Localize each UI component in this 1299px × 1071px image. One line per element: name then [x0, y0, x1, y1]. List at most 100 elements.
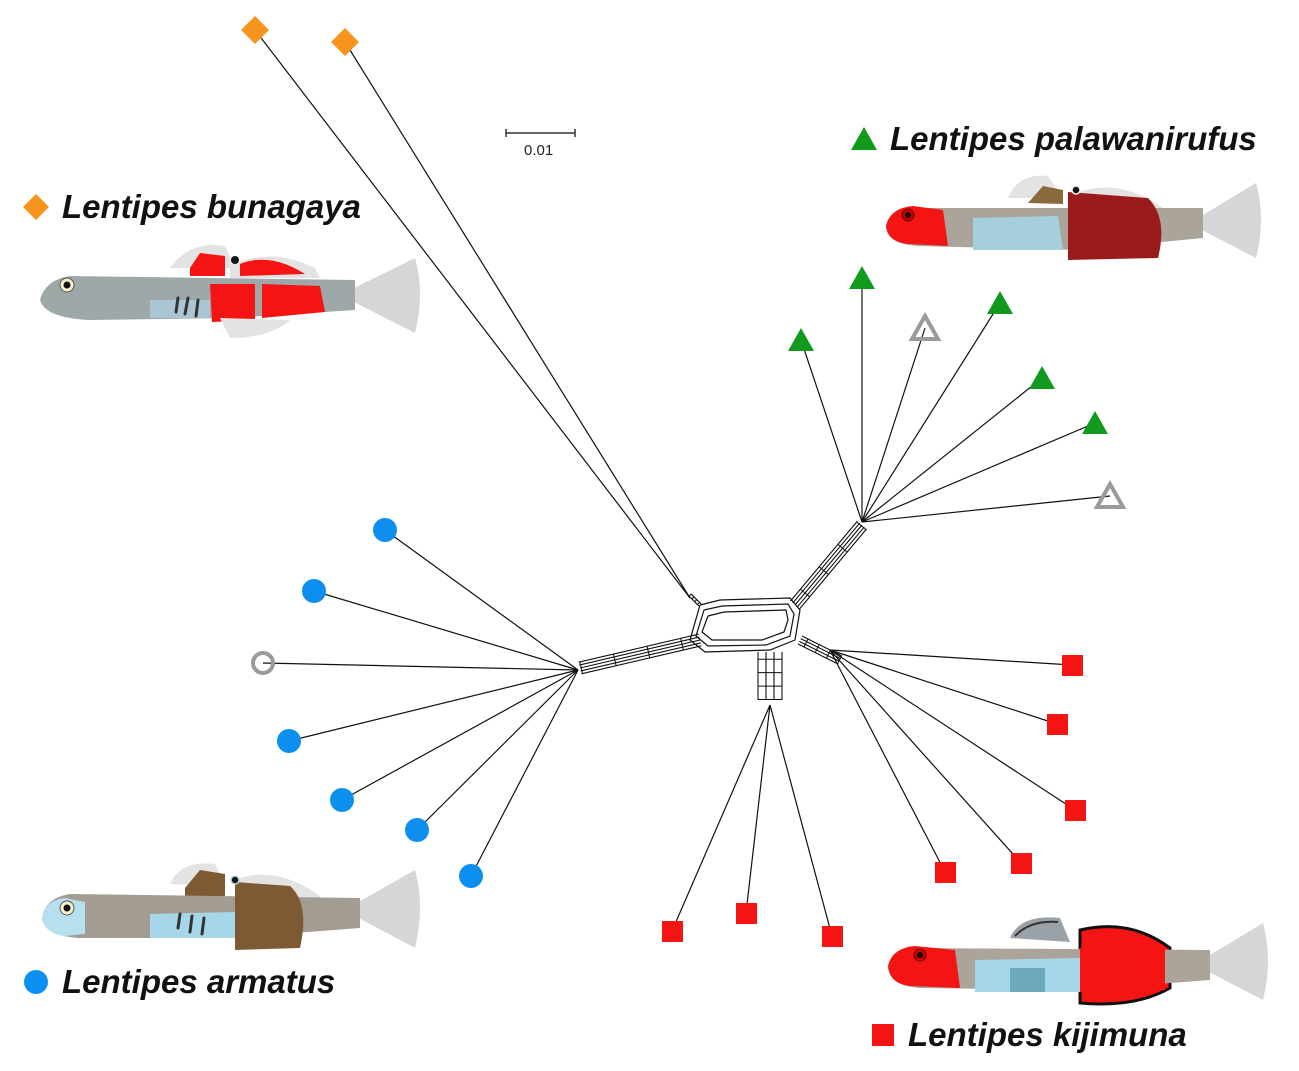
triangle-icon — [851, 127, 877, 150]
square-marker — [736, 903, 757, 924]
circle-marker — [251, 651, 275, 675]
band-to-kijimuna-right-split — [825, 649, 831, 659]
scale-bar — [505, 129, 576, 137]
legend-label: Lentipes palawanirufus — [890, 120, 1257, 157]
diamond-marker — [241, 16, 269, 44]
square-marker — [662, 921, 683, 942]
tip-edge-armatus — [470, 669, 579, 877]
band-to-palawanirufus-split — [856, 521, 867, 531]
band-to-armatus-split — [646, 646, 651, 658]
band-to-palawanirufus-split — [837, 543, 848, 553]
band-to-palawanirufus — [789, 520, 858, 602]
tip-edge-kijimuna — [829, 649, 1022, 864]
circle-marker — [373, 518, 397, 542]
tip-edge-kijimuna — [671, 704, 771, 932]
circle-icon — [24, 970, 48, 994]
legend-bunagaya: Lentipes bunagaya — [22, 188, 361, 226]
legend-label: Lentipes armatus — [62, 963, 336, 1000]
triangle-marker — [908, 311, 942, 341]
triangle-marker — [1093, 479, 1127, 509]
tip-edge-kijimuna — [769, 704, 833, 937]
fish-illustration-armatus — [42, 863, 420, 950]
band-to-armatus-split — [612, 653, 617, 666]
band-to-armatus — [580, 642, 701, 672]
square-marker — [1011, 853, 1032, 874]
tip-edge-armatus — [313, 590, 579, 671]
band-to-armatus — [579, 639, 701, 669]
fish-illustration-kijimuna — [888, 917, 1268, 1006]
band-to-kijimuna-right-split — [803, 638, 809, 648]
legend-armatus: Lentipes armatus — [22, 963, 335, 1001]
tip-edge-kijimuna — [745, 704, 771, 914]
square-icon — [872, 1024, 894, 1046]
circle-marker — [405, 818, 429, 842]
circle-marker — [459, 864, 483, 888]
tip-edge-palawanirufus — [861, 327, 926, 523]
network-edges — [254, 29, 1111, 937]
band-to-armatus-split — [579, 661, 584, 674]
square-marker — [822, 926, 843, 947]
band-to-palawanirufus — [794, 524, 863, 606]
network-core — [578, 520, 868, 701]
band-to-armatus-split — [680, 638, 684, 651]
tip-edge-armatus — [288, 669, 579, 742]
square-marker — [935, 862, 956, 883]
tip-edge-kijimuna — [829, 649, 1073, 666]
tip-edge-palawanirufus — [800, 339, 863, 523]
band-to-armatus — [581, 645, 702, 675]
tip-edge-kijimuna — [829, 649, 1058, 725]
triangle-marker — [849, 266, 875, 289]
band-to-palawanirufus-split — [800, 588, 810, 598]
square-marker — [1065, 800, 1086, 821]
diamond-marker — [331, 28, 359, 56]
core-split-band — [689, 597, 801, 653]
square-marker — [1062, 655, 1083, 676]
band-to-kijimuna-right-split — [837, 655, 843, 665]
band-to-kijimuna-right — [797, 643, 839, 665]
band-to-bunagaya-split — [688, 593, 692, 597]
tip-edge-kijimuna — [829, 649, 1076, 811]
legend-label: Lentipes kijimuna — [908, 1016, 1187, 1053]
band-to-palawanirufus-split — [818, 566, 829, 575]
core-split-band — [695, 603, 795, 647]
triangle-marker — [788, 328, 814, 351]
legend-palawanirufus: Lentipes palawanirufus — [850, 120, 1257, 158]
tip-edge-palawanirufus — [861, 495, 1111, 523]
network-tips — [241, 16, 1127, 947]
band-to-kijimuna-right-split — [814, 644, 820, 653]
tip-edge-palawanirufus — [861, 302, 1001, 523]
circle-marker — [330, 788, 354, 812]
tip-edge-armatus — [341, 669, 579, 801]
triangle-marker — [1029, 366, 1055, 389]
band-to-bunagaya-split — [694, 599, 698, 603]
band-to-kijimuna-right — [801, 635, 843, 657]
scale-bar-label: 0.01 — [524, 142, 554, 159]
tip-edge-palawanirufus — [861, 377, 1043, 523]
band-to-kijimuna-right — [799, 640, 840, 662]
triangle-marker — [987, 291, 1013, 314]
tip-edge-bunagaya — [254, 29, 691, 599]
tip-edge-palawanirufus — [861, 422, 1096, 523]
triangle-marker — [1082, 411, 1108, 434]
circle-marker — [277, 729, 301, 753]
fish-illustration-palawanirufus — [886, 175, 1261, 260]
tip-edge-armatus — [262, 662, 579, 671]
legend-label: Lentipes bunagaya — [62, 188, 361, 225]
band-to-bunagaya-split — [691, 596, 695, 600]
band-to-bunagaya-split — [697, 602, 700, 605]
band-to-armatus — [579, 636, 700, 666]
band-to-kijimuna-right — [800, 638, 841, 660]
diamond-icon — [23, 194, 49, 220]
legend-kijimuna: Lentipes kijimuna — [870, 1016, 1187, 1054]
band-to-palawanirufus — [799, 528, 868, 610]
core-split-band — [701, 609, 789, 641]
tip-edge-kijimuna — [829, 649, 946, 873]
band-to-palawanirufus — [792, 522, 861, 604]
band-to-palawanirufus — [796, 526, 865, 608]
tip-edge-armatus — [384, 529, 579, 671]
band-to-armatus — [578, 633, 699, 663]
tip-edge-bunagaya — [344, 41, 691, 599]
square-marker — [1047, 714, 1068, 735]
tip-edge-armatus — [416, 669, 579, 831]
